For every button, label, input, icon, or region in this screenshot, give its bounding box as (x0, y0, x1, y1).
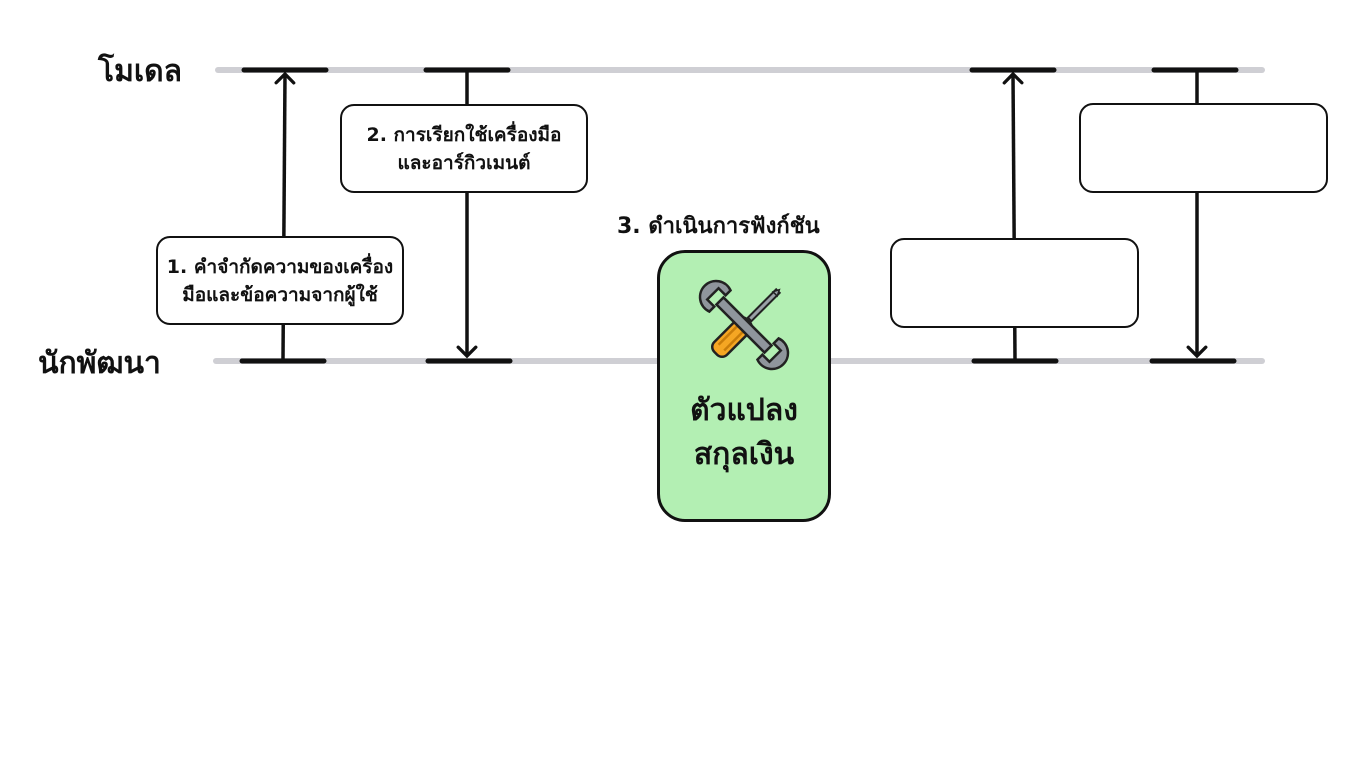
step2-label-line1: 2. การเรียกใช้เครื่องมือ (366, 123, 562, 146)
tool-name-line1: ตัวแปลง (690, 393, 798, 428)
tool-card: ตัวแปลง สกุลเงิน (657, 250, 831, 522)
lane-label-model: โมเดล (98, 54, 183, 89)
step5-box (1079, 103, 1328, 193)
tool-name-line2: สกุลเงิน (693, 437, 795, 472)
step1-box: 1. คำจำกัดความของเครื่อง มือและข้อความจา… (156, 236, 404, 325)
step3-label: 3. ดำเนินการฟังก์ชัน (617, 214, 820, 239)
step2-label-line2: และอาร์กิวเมนต์ (397, 151, 531, 174)
lane-label-developer: นักพัฒนา (38, 346, 161, 381)
wrench-screwdriver-icon (698, 279, 790, 371)
lane-ticks (239, 67, 1239, 364)
step1-label-line2: มือและข้อความจากผู้ใช้ (182, 283, 378, 306)
step4-box (890, 238, 1139, 328)
step2-box: 2. การเรียกใช้เครื่องมือ และอาร์กิวเมนต์ (340, 104, 588, 193)
tool-name: ตัวแปลง สกุลเงิน (660, 389, 828, 477)
step1-label-line1: 1. คำจำกัดความของเครื่อง (166, 255, 394, 278)
